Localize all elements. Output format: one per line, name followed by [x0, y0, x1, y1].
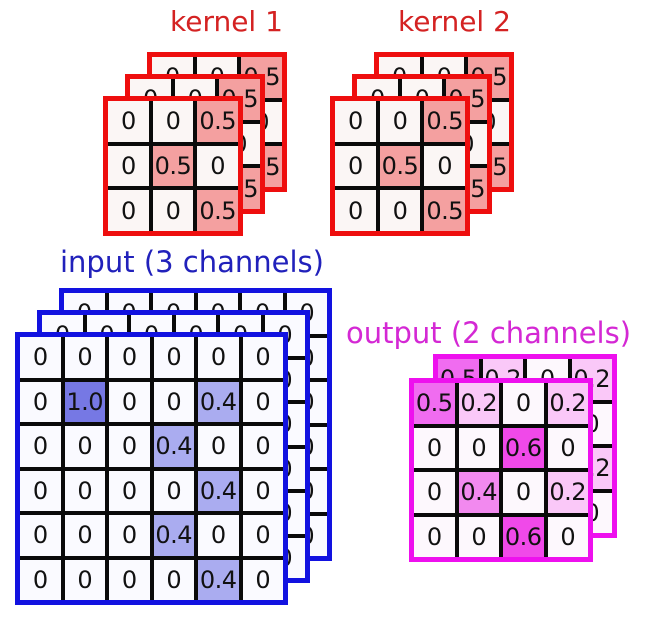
matrix-cell: 0 — [458, 427, 499, 468]
matrix-cell: 0 — [109, 470, 150, 511]
matrix-cell: 0 — [424, 145, 465, 187]
matrix-cell: 0 — [242, 337, 283, 378]
matrix-cell: 0.4 — [458, 472, 499, 513]
matrix-cell: 0.5 — [424, 101, 465, 142]
matrix-cell: 0.6 — [503, 516, 544, 557]
matrix-cell: 0 — [458, 516, 499, 557]
matrix-cell: 0 — [242, 559, 283, 600]
matrix-cell: 0 — [20, 559, 61, 600]
matrix-cell: 0 — [153, 381, 194, 422]
matrix-cell: 0 — [503, 472, 544, 513]
matrix-cell: 0.4 — [153, 515, 194, 556]
matrix-cell: 0.6 — [503, 427, 544, 468]
matrix-cell: 0.5 — [424, 190, 465, 231]
matrix-cell: 0 — [153, 470, 194, 511]
kernel-2-layer-stack: 000.500.50000.5000.500.50000.5000.500.50… — [330, 52, 514, 236]
matrix-cell: 0.5 — [414, 383, 455, 424]
matrix-cell: 0.5 — [197, 101, 238, 142]
matrix-cell: 0 — [108, 145, 149, 187]
matrix-cell: 0 — [414, 472, 455, 513]
matrix-cell: 0 — [153, 337, 194, 378]
input-title: input (3 channels) — [60, 245, 324, 279]
matrix-cell: 0 — [109, 337, 150, 378]
matrix-cell: 0 — [197, 145, 238, 187]
matrix-cell: 0.4 — [198, 559, 239, 600]
matrix-cell: 1.0 — [64, 381, 105, 422]
matrix-cell: 0 — [109, 426, 150, 467]
matrix-cell: 0 — [108, 101, 149, 142]
kernel-2-title: kernel 2 — [398, 5, 511, 38]
matrix-cell: 0.5 — [197, 190, 238, 231]
matrix-cell: 0 — [152, 190, 194, 231]
matrix-cell: 0 — [109, 515, 150, 556]
matrix-cell: 0 — [108, 190, 149, 231]
matrix-cell: 0 — [20, 381, 61, 422]
matrix-cell: 0.4 — [153, 426, 194, 467]
matrix-cell: 0.2 — [547, 383, 588, 424]
matrix-cell: 0 — [379, 190, 421, 231]
matrix-cell: 0 — [109, 381, 150, 422]
matrix-cell: 0 — [242, 426, 283, 467]
matrix-cell: 0 — [198, 337, 239, 378]
matrix-cell: 0 — [64, 426, 105, 467]
output-title: output (2 channels) — [346, 316, 632, 350]
matrix-cell: 0 — [20, 426, 61, 467]
matrix-cell: 0 — [547, 516, 588, 557]
matrix-cell: 0.2 — [458, 383, 499, 424]
matrix-cell: 0 — [242, 470, 283, 511]
matrix-cell: 0 — [379, 101, 421, 142]
matrix-cell: 0 — [503, 383, 544, 424]
matrix-cell: 0 — [242, 381, 283, 422]
matrix-cell: 0 — [198, 515, 239, 556]
kernel-1-layer-stack: 000.500.50000.5000.500.50000.5000.500.50… — [103, 52, 287, 236]
matrix-cell: 0 — [242, 515, 283, 556]
matrix-cell: 0 — [64, 559, 105, 600]
matrix-cell: 0 — [335, 101, 376, 142]
matrix-cell: 0.2 — [547, 472, 588, 513]
matrix-cell: 0 — [414, 427, 455, 468]
matrix-cell: 0 — [335, 145, 376, 187]
matrix-cell: 0 — [64, 337, 105, 378]
matrix-cell: 0.4 — [198, 381, 239, 422]
output-layer-stack: 0.50.200.2000.6000.400.2000.600.50.200.2… — [409, 354, 617, 562]
matrix-cell: 0 — [198, 426, 239, 467]
matrix-cell: 0.5 — [152, 145, 194, 187]
kernel-1-title: kernel 1 — [170, 5, 283, 38]
matrix-cell: 0 — [153, 559, 194, 600]
matrix-cell: 0 — [20, 337, 61, 378]
matrix-cell: 0.5 — [379, 145, 421, 187]
matrix-cell: 0.4 — [198, 470, 239, 511]
matrix-cell: 0 — [414, 516, 455, 557]
matrix-cell: 0 — [20, 515, 61, 556]
matrix-cell: 0 — [64, 470, 105, 511]
matrix-cell: 0 — [335, 190, 376, 231]
matrix-cell: 0 — [152, 101, 194, 142]
matrix-cell: 0 — [20, 470, 61, 511]
matrix-cell: 0 — [547, 427, 588, 468]
matrix-cell: 0 — [64, 515, 105, 556]
matrix-cell: 0 — [109, 559, 150, 600]
